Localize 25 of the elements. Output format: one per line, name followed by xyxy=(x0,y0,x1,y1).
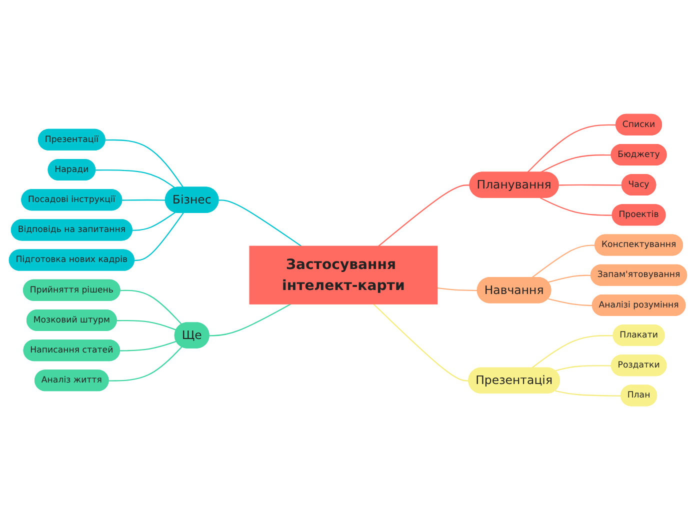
connector xyxy=(437,287,478,292)
connector xyxy=(548,274,592,283)
connector xyxy=(218,200,302,247)
connector xyxy=(548,298,593,306)
connector xyxy=(531,244,596,278)
connector xyxy=(96,169,176,188)
connector xyxy=(105,139,184,188)
connector xyxy=(120,290,182,325)
connector xyxy=(373,304,469,382)
connector xyxy=(116,320,177,331)
connector xyxy=(554,365,612,372)
connector xyxy=(540,197,613,216)
connector xyxy=(120,340,177,352)
connector xyxy=(531,334,614,369)
connector xyxy=(526,124,616,173)
node-box: Застосування інтелект-карти xyxy=(249,246,438,304)
connector xyxy=(378,184,470,247)
connector xyxy=(558,184,622,186)
connector xyxy=(540,154,612,173)
connector xyxy=(134,212,184,261)
connector xyxy=(132,212,176,231)
connector xyxy=(209,303,292,336)
connector xyxy=(122,199,166,201)
connector xyxy=(554,390,622,396)
connector xyxy=(108,346,182,382)
